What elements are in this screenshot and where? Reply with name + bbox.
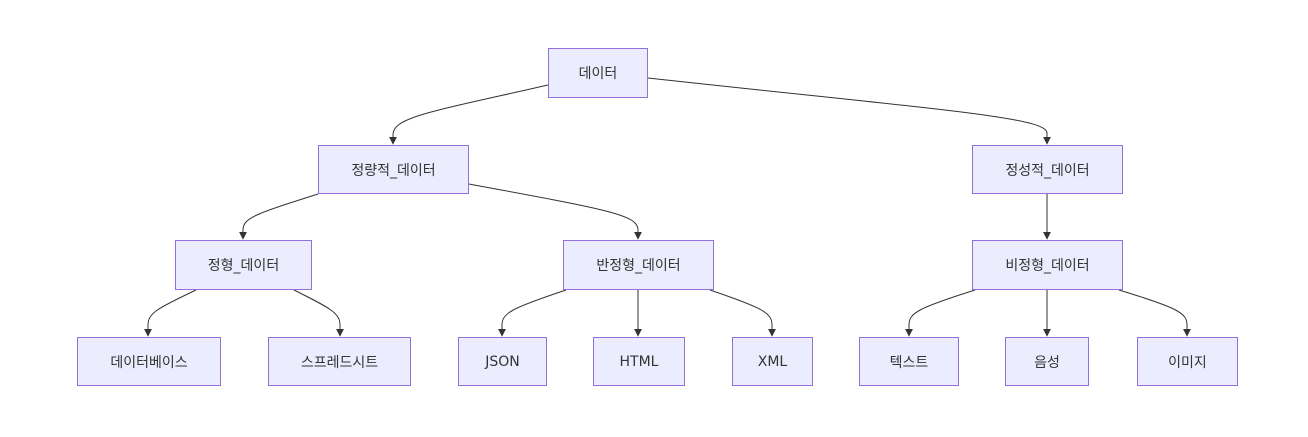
node-label: 텍스트	[889, 354, 929, 371]
node-label: HTML	[619, 353, 659, 370]
node-unstructured-data: 비정형_데이터	[972, 240, 1123, 290]
node-label: 스프레드시트	[300, 354, 379, 371]
node-data: 데이터	[548, 48, 648, 98]
node-label: XML	[757, 353, 788, 370]
edge-quantitative-to-structured	[239, 193, 319, 240]
edge-data-to-qualitative	[647, 77, 1051, 145]
node-label: 이미지	[1168, 354, 1207, 371]
node-label: 데이터	[578, 66, 618, 82]
node-audio: 음성	[1005, 337, 1089, 386]
node-json: JSON	[458, 337, 547, 386]
node-image: 이미지	[1137, 337, 1238, 386]
edge-unstructured-to-image	[1118, 289, 1191, 337]
edge-data-to-quantitative	[389, 84, 549, 145]
node-database: 데이터베이스	[77, 337, 221, 386]
node-label: 정성적_데이터	[1005, 162, 1090, 179]
node-label: 데이터베이스	[110, 354, 188, 371]
node-label: 정량적_데이터	[351, 162, 436, 179]
node-label: 반정형_데이터	[596, 258, 681, 274]
node-structured-data: 정형_데이터	[175, 240, 312, 290]
node-text: 텍스트	[859, 337, 959, 386]
edge-unstructured-to-text	[905, 289, 976, 337]
node-quantitative-data: 정량적_데이터	[318, 145, 469, 194]
node-semi-structured-data: 반정형_데이터	[563, 240, 714, 290]
edge-semi-to-json	[498, 289, 567, 337]
node-qualitative-data: 정성적_데이터	[972, 145, 1123, 194]
edge-structured-to-database	[144, 289, 197, 337]
edge-semi-to-xml	[709, 289, 776, 337]
node-label: JSON	[485, 353, 520, 370]
node-label: 정형_데이터	[207, 258, 280, 274]
node-spreadsheet: 스프레드시트	[268, 337, 411, 386]
edge-quantitative-to-semi	[468, 183, 642, 240]
node-label: 비정형_데이터	[1005, 258, 1090, 274]
node-html: HTML	[593, 337, 685, 386]
node-xml: XML	[732, 337, 813, 386]
edge-structured-to-spreadsheet	[293, 289, 344, 337]
node-label: 음성	[1034, 354, 1060, 371]
